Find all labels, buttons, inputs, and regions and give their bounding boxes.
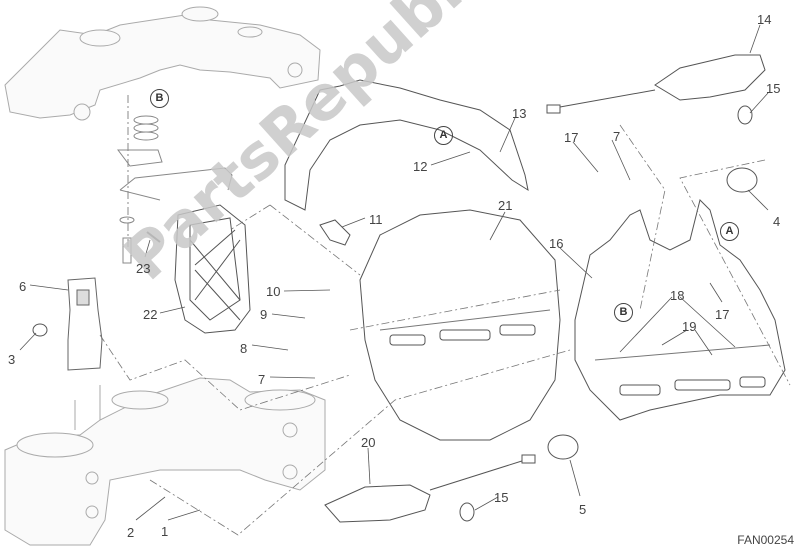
- socket-part-5: [547, 434, 579, 460]
- callout-18: 18: [670, 288, 685, 303]
- nut-part-3: [32, 323, 48, 337]
- headlight-bracket-part-22: [174, 204, 251, 334]
- leader-lines: [19, 24, 769, 521]
- callout-7-right: 7: [613, 129, 621, 144]
- callout-13: 13: [512, 106, 527, 121]
- callout-10: 10: [266, 284, 281, 299]
- callout-19: 19: [682, 319, 697, 334]
- callout-1: 1: [161, 524, 169, 539]
- bracket-part-6: [67, 277, 103, 371]
- callout-17-lower: 17: [715, 307, 730, 322]
- fairing-frame-part-16: [574, 199, 786, 421]
- headlight-unit-part-21: [359, 209, 561, 441]
- callout-22: 22: [143, 307, 158, 322]
- assembly-lines: [99, 124, 791, 536]
- callout-12: 12: [413, 159, 428, 174]
- socket-part-4: [726, 167, 758, 193]
- callout-16: 16: [549, 236, 564, 251]
- callout-20: 20: [361, 435, 376, 450]
- callout-17-upper: 17: [564, 130, 579, 145]
- callout-5: 5: [579, 502, 587, 517]
- reference-marker-b-top: B: [150, 89, 169, 108]
- turn-indicator-part-14: [546, 54, 766, 114]
- callout-9: 9: [260, 307, 268, 322]
- callout-6: 6: [19, 279, 27, 294]
- reference-marker-b-bottom: B: [614, 303, 633, 322]
- callout-11: 11: [369, 212, 383, 227]
- grommet-stack: [117, 95, 233, 264]
- callout-7-left: 7: [258, 372, 266, 387]
- callout-15-lower: 15: [494, 490, 509, 505]
- top-cover-part-13: [284, 79, 529, 211]
- screw-part-23: [146, 231, 161, 243]
- bulb-part-15-lower: [459, 502, 475, 522]
- callout-21: 21: [498, 198, 513, 213]
- upper-triple-clamp: [4, 6, 321, 121]
- reference-marker-a-right: A: [720, 222, 739, 241]
- callout-15-upper: 15: [766, 81, 781, 96]
- callout-3: 3: [8, 352, 16, 367]
- reference-marker-a-left: A: [434, 126, 453, 145]
- lower-triple-clamp: [4, 377, 326, 546]
- bulb-part-11: [319, 219, 351, 246]
- turn-indicator-part-20: [324, 454, 536, 523]
- callout-14: 14: [757, 12, 772, 27]
- callout-23: 23: [136, 261, 151, 276]
- callout-4: 4: [773, 214, 781, 229]
- callout-8: 8: [240, 341, 248, 356]
- drawing-code: FAN00254: [737, 533, 794, 547]
- callout-2: 2: [127, 525, 135, 540]
- bulb-part-15-upper: [737, 105, 753, 125]
